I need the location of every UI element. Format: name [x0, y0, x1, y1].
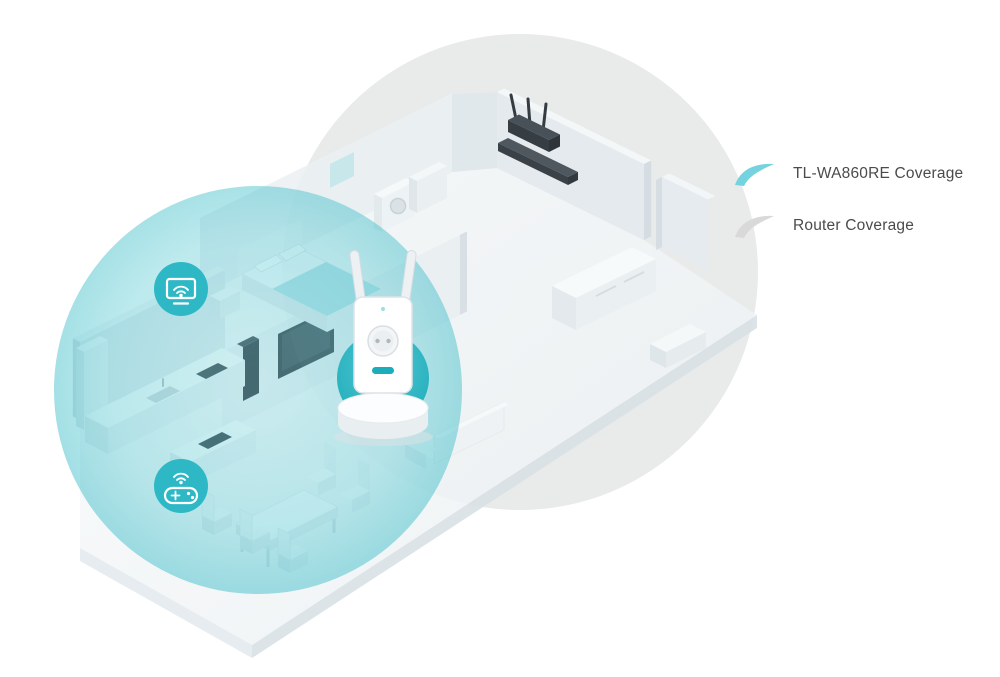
extender-coverage-swoosh-icon: [735, 163, 774, 186]
wifi-router-group: [498, 93, 578, 185]
sideboard: [552, 247, 656, 330]
router-coverage-swoosh-icon: [735, 215, 774, 238]
legend: TL-WA860RE Coverage Router Coverage: [733, 160, 963, 240]
floor-slab-front-left: [80, 548, 252, 658]
hall-wall: [662, 177, 708, 270]
tl-wa860re-extender-group: [333, 249, 433, 446]
laundry-fixtures: [374, 162, 447, 232]
legend-item-router-coverage: Router Coverage: [733, 212, 963, 240]
floor-slab-front-right: [252, 315, 757, 658]
router-shelf: [498, 138, 578, 177]
extender-led: [381, 307, 385, 311]
legend-label-router-coverage: Router Coverage: [793, 217, 915, 234]
legend-label-extender-coverage: TL-WA860RE Coverage: [793, 165, 964, 182]
tp-link-logo: [372, 367, 394, 374]
tv-wifi-icon: [154, 262, 208, 316]
wifi-router: [508, 114, 560, 140]
pedestal-top: [337, 392, 429, 424]
console-bench: [650, 324, 706, 368]
gamepad-wifi-icon: [154, 459, 208, 513]
legend-item-extender-coverage: TL-WA860RE Coverage: [733, 160, 963, 188]
bath-cabinet: [417, 166, 447, 213]
junction-wall: [452, 92, 497, 172]
bedroom-window: [330, 152, 354, 188]
